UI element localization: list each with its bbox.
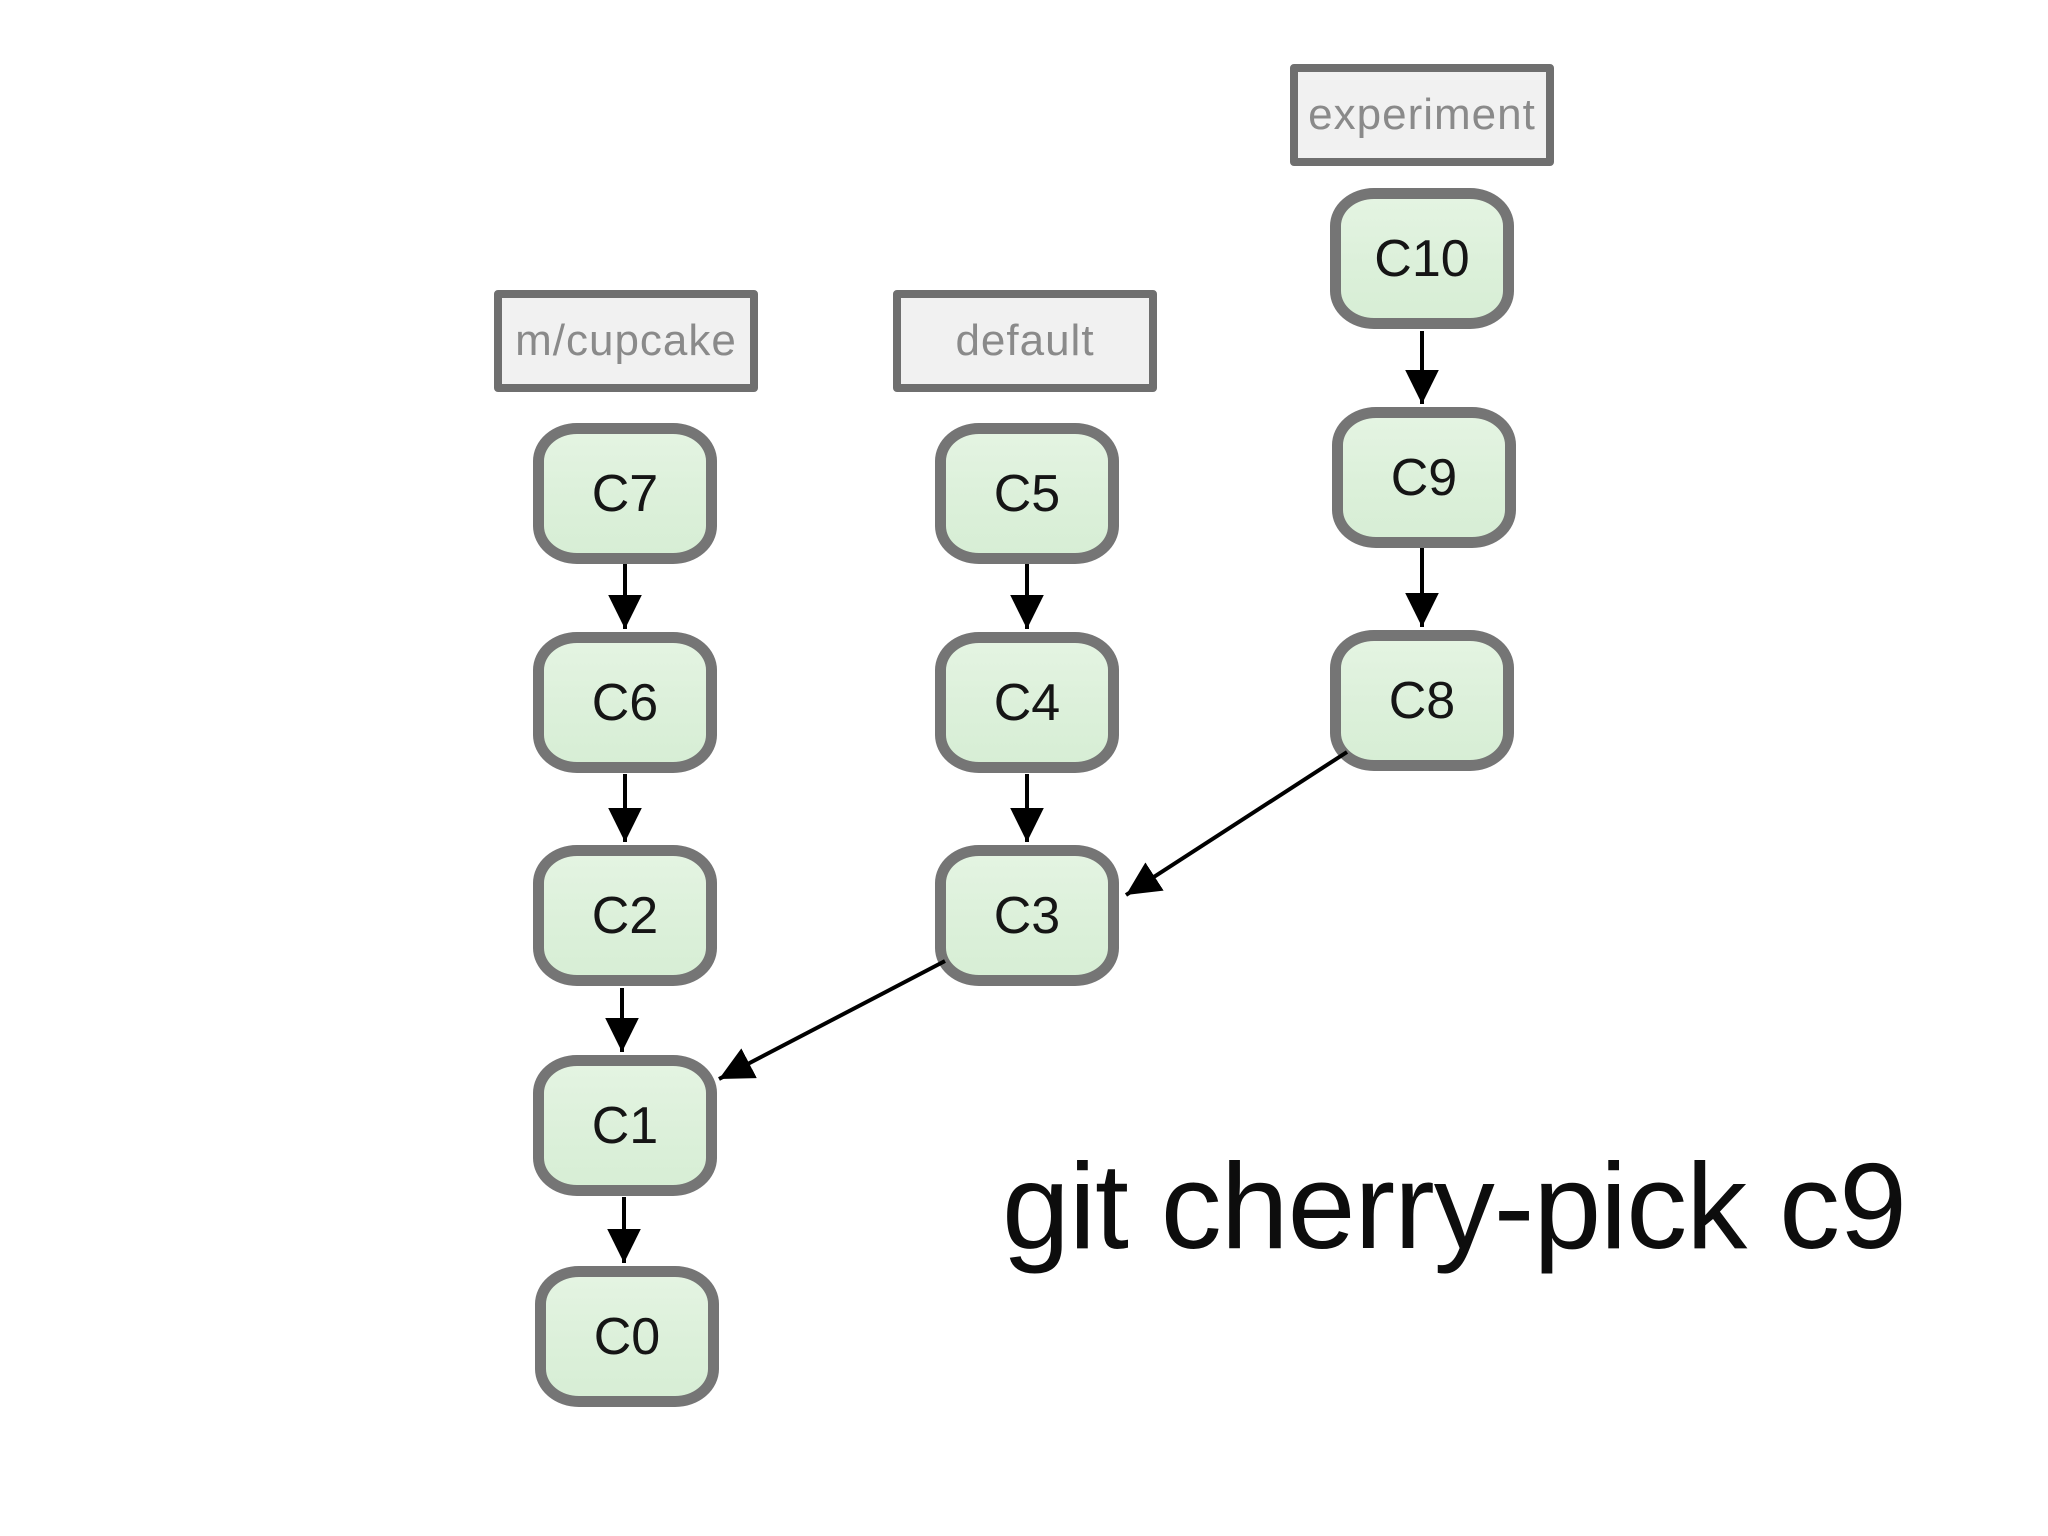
commit-label-c0: C0 — [593, 1307, 661, 1366]
arrow-c3-c1 — [718, 959, 946, 1081]
commit-label-c9: C9 — [1390, 448, 1458, 507]
commit-label-c4: C4 — [993, 673, 1061, 732]
branch-label-default: default — [893, 290, 1157, 392]
commit-node-c8: C8 — [1330, 630, 1514, 771]
commit-node-c1: C1 — [533, 1055, 717, 1196]
commit-label-c6: C6 — [591, 673, 659, 732]
commit-node-c2: C2 — [533, 845, 717, 986]
commit-label-c5: C5 — [993, 464, 1061, 523]
branch-label-experiment: experiment — [1290, 64, 1554, 166]
caption-command: git cherry-pick c9 — [1002, 1138, 1907, 1274]
commit-label-c3: C3 — [993, 886, 1061, 945]
commit-label-c8: C8 — [1388, 671, 1456, 730]
branch-label-m-cupcake-text: m/cupcake — [515, 316, 737, 365]
branch-label-default-text: default — [955, 316, 1095, 365]
commit-node-c0: C0 — [535, 1266, 719, 1407]
commit-node-c4: C4 — [935, 632, 1119, 773]
commit-label-c10: C10 — [1374, 229, 1470, 288]
branch-label-experiment-text: experiment — [1308, 90, 1536, 139]
commit-label-c1: C1 — [591, 1096, 659, 1155]
commit-node-c7: C7 — [533, 423, 717, 564]
commit-node-c6: C6 — [533, 632, 717, 773]
branch-label-m-cupcake: m/cupcake — [494, 290, 758, 392]
commit-node-c3: C3 — [935, 845, 1119, 986]
arrow-c8-c3 — [1124, 750, 1349, 897]
commit-label-c7: C7 — [591, 464, 659, 523]
commit-node-c5: C5 — [935, 423, 1119, 564]
commit-node-c10: C10 — [1330, 188, 1514, 329]
commit-label-c2: C2 — [591, 886, 659, 945]
commit-node-c9: C9 — [1332, 407, 1516, 548]
